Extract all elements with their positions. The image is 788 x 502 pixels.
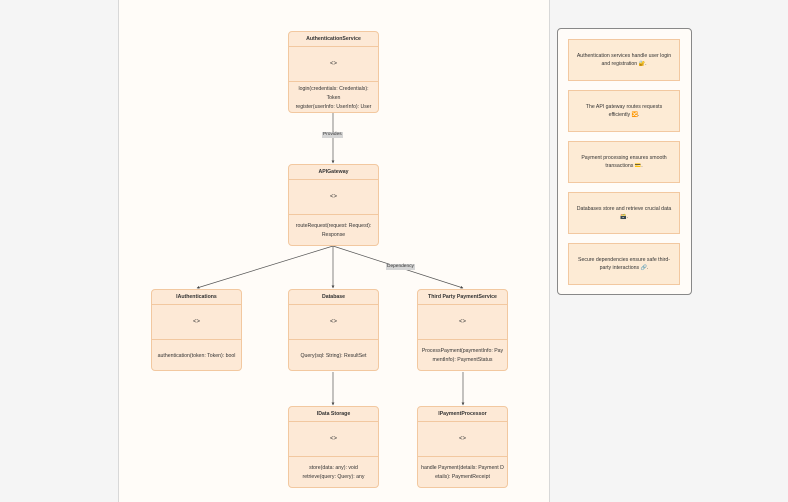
- method: ProcessPayment(paymentInfo: PaymentInfo)…: [421, 348, 504, 363]
- method: store(data: any): void: [309, 465, 358, 471]
- method: handle Payment(details: Payment Details)…: [421, 465, 504, 480]
- class-stereotype: <>: [418, 422, 507, 457]
- class-iauthentications[interactable]: IAuthentications <> authentication(token…: [151, 289, 242, 371]
- class-third-party-payment-service[interactable]: Third Party PaymentService <> ProcessPay…: [417, 289, 508, 371]
- class-api-gateway[interactable]: APIGateway <> routeRequest(request: Requ…: [288, 164, 379, 246]
- class-name: AuthenticationService: [289, 32, 378, 47]
- class-methods: handle Payment(details: Payment Details)…: [418, 457, 507, 489]
- class-stereotype: <>: [418, 305, 507, 340]
- edge-label-dependency: Dependency: [386, 264, 415, 270]
- class-ipayment-processor[interactable]: IPaymentProcessor <> handle Payment(deta…: [417, 406, 508, 488]
- notes-panel: Authentication services handle user logi…: [557, 28, 692, 295]
- class-name: Database: [289, 290, 378, 305]
- class-name: IPaymentProcessor: [418, 407, 507, 422]
- note-dependencies: Secure dependencies ensure safe third-pa…: [568, 243, 680, 285]
- class-name: Third Party PaymentService: [418, 290, 507, 305]
- note-payment: Payment processing ensures smooth transa…: [568, 141, 680, 183]
- class-methods: login(credentials: Credentials): Token re…: [289, 82, 378, 114]
- method: register(userInfo: UserInfo): User: [295, 103, 372, 110]
- class-methods: ProcessPayment(paymentInfo: PaymentInfo)…: [418, 340, 507, 372]
- note-database: Databases store and retrieve crucial dat…: [568, 192, 680, 234]
- class-methods: Query(sql: String): ResultSet: [289, 340, 378, 372]
- note-authentication: Authentication services handle user logi…: [568, 39, 680, 81]
- class-name: IData Storage: [289, 407, 378, 422]
- class-authentication-service[interactable]: AuthenticationService <> login(credentia…: [288, 31, 379, 113]
- method: login(credentials: Credentials): Token: [298, 85, 369, 101]
- class-methods: authentication(token: Token): bool: [152, 340, 241, 372]
- class-stereotype: <>: [289, 47, 378, 82]
- class-methods: routeRequest(request: Request): Response: [289, 215, 378, 247]
- edge-gateway-iauth: [196, 245, 334, 289]
- class-stereotype: <>: [289, 422, 378, 457]
- class-stereotype: <>: [152, 305, 241, 340]
- class-methods: store(data: any): void retrieve(query: Qu…: [289, 457, 378, 489]
- method: routeRequest(request: Request): Response: [295, 223, 372, 238]
- method: Query(sql: String): ResultSet: [300, 352, 367, 359]
- class-stereotype: <>: [289, 305, 378, 340]
- class-stereotype: <>: [289, 180, 378, 215]
- method: retrieve(query: Query): any: [302, 474, 365, 480]
- class-name: IAuthentications: [152, 290, 241, 305]
- class-name: APIGateway: [289, 165, 378, 180]
- class-idata-storage[interactable]: IData Storage <> store(data: any): void r…: [288, 406, 379, 488]
- note-api-gateway: The API gateway routes requests efficien…: [568, 90, 680, 132]
- method: authentication(token: Token): bool: [157, 352, 236, 359]
- class-database[interactable]: Database <> Query(sql: String): ResultSe…: [288, 289, 379, 371]
- edge-label-provides: Provides: [322, 132, 343, 138]
